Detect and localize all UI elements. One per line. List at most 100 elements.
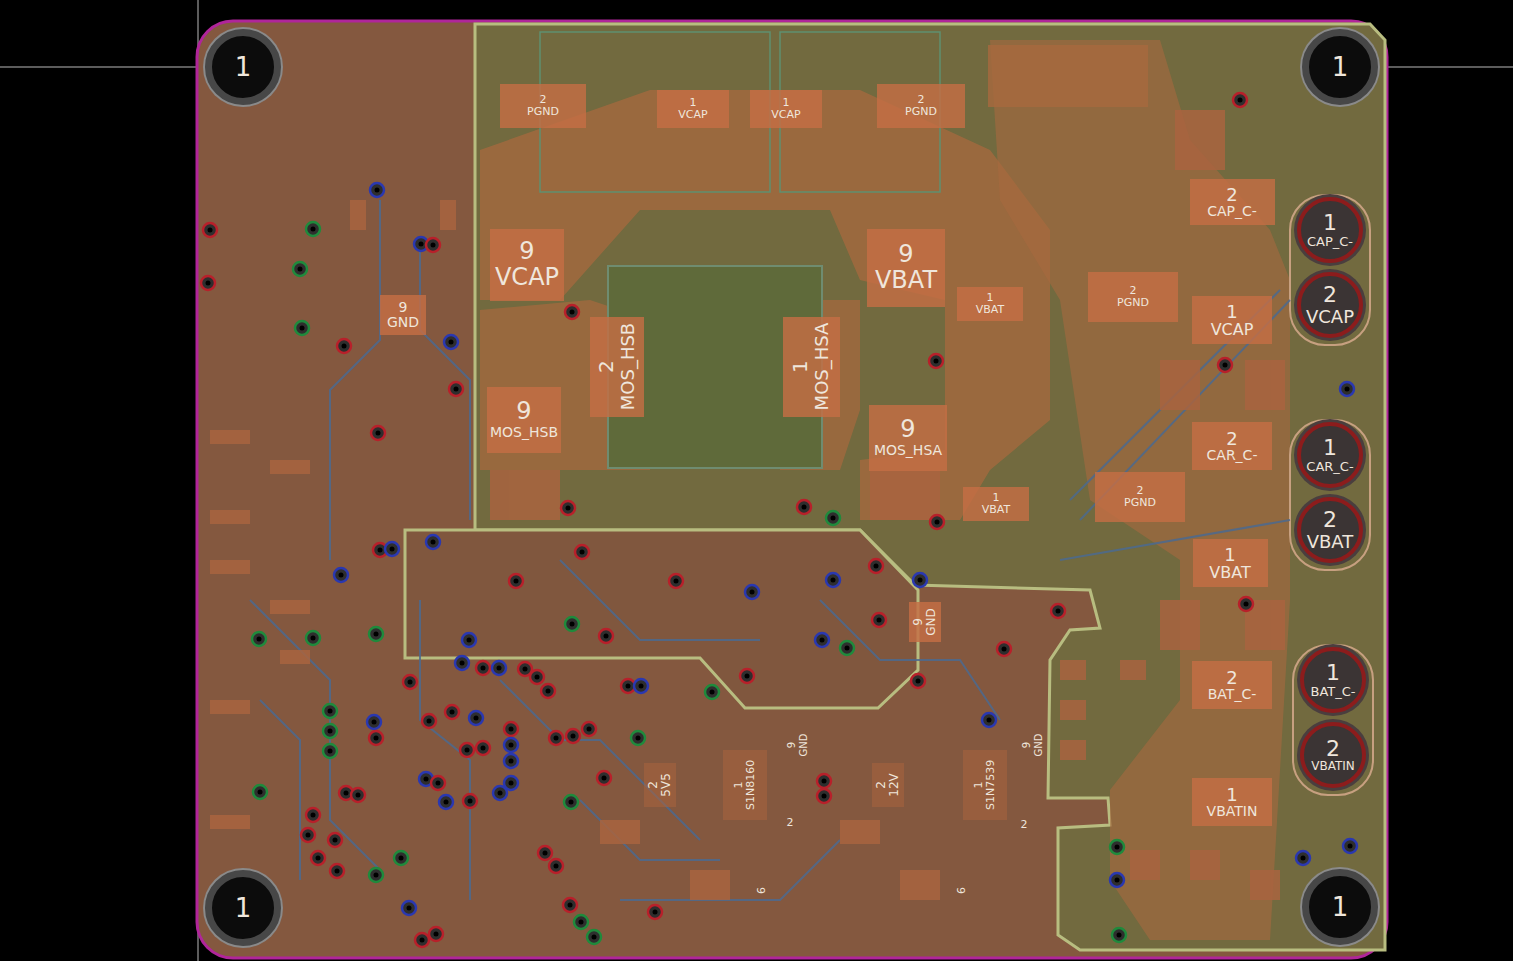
pad-label-group: 1VBAT	[1209, 545, 1250, 582]
via	[403, 675, 417, 689]
pad-label-group: 1VBAT	[982, 492, 1010, 516]
via	[745, 585, 759, 599]
smd-pad: 1S1N7539	[963, 750, 1007, 820]
via	[1239, 597, 1253, 611]
via-drill	[602, 776, 607, 781]
silkscreen-label: 9	[755, 887, 766, 894]
via-drill	[509, 781, 514, 786]
via	[913, 573, 927, 587]
net-name: VBATIN	[1311, 760, 1355, 773]
via	[337, 339, 351, 353]
via-drill	[509, 759, 514, 764]
via-drill	[831, 578, 836, 583]
net-name: PGND	[1117, 297, 1149, 309]
pad-number: 2	[875, 773, 888, 796]
via-drill	[436, 781, 441, 786]
net-name: MOS_HSB	[618, 323, 637, 410]
pad-number: 2	[1124, 485, 1156, 497]
via	[476, 741, 490, 755]
via	[574, 915, 588, 929]
via-drill	[356, 793, 361, 798]
connector-pad: 1CAR_C-	[1297, 422, 1363, 488]
via-drill	[626, 684, 631, 689]
via	[369, 731, 383, 745]
net-name: MOS_HSB	[490, 425, 558, 440]
via	[1296, 851, 1310, 865]
pad-label-group: 1	[235, 894, 252, 922]
via-drill	[427, 719, 432, 724]
via	[426, 238, 440, 252]
smd-pad: 2PGND	[1095, 472, 1185, 522]
via-drill	[420, 938, 425, 943]
via-drill	[335, 869, 340, 874]
via-drill	[570, 310, 575, 315]
net-name: VBAT	[1209, 564, 1250, 581]
smd-pad: 1VCAP	[1192, 296, 1272, 344]
via	[1051, 604, 1065, 618]
via	[929, 354, 943, 368]
via-drill	[1115, 845, 1120, 850]
via-drill	[636, 736, 641, 741]
via-drill	[258, 790, 263, 795]
via	[1112, 928, 1126, 942]
via-drill	[831, 516, 836, 521]
pad-number: 1	[1332, 893, 1349, 921]
via	[445, 705, 459, 719]
net-name: CAR_C-	[1306, 460, 1353, 474]
via-drill	[546, 689, 551, 694]
via	[402, 901, 416, 915]
via-drill	[431, 243, 436, 248]
via	[469, 711, 483, 725]
via	[385, 542, 399, 556]
pad-label-group: 1VBAT	[976, 292, 1004, 316]
via	[369, 868, 383, 882]
via-drill	[311, 813, 316, 818]
via-drill	[674, 579, 679, 584]
via-drill	[604, 634, 609, 639]
via	[476, 661, 490, 675]
pad-number: 1	[973, 760, 985, 810]
via-drill	[1117, 933, 1122, 938]
pad-label-group: 9MOS_HSA	[874, 417, 942, 458]
via	[582, 722, 596, 736]
net-name: BAT_C-	[1310, 685, 1355, 699]
via	[561, 501, 575, 515]
via-drill	[467, 638, 472, 643]
via-drill	[1244, 602, 1249, 607]
via-drill	[344, 791, 349, 796]
pad-label-group: 2CAR_C-	[1207, 429, 1258, 464]
smd-pad: 2MOS_HSB	[590, 317, 644, 417]
via-drill	[298, 267, 303, 272]
via	[455, 656, 469, 670]
via-drill	[333, 838, 338, 843]
net-name: MOS_HSA	[812, 323, 831, 411]
via-drill	[257, 637, 262, 642]
via-drill	[300, 326, 305, 331]
via	[599, 629, 613, 643]
via-drill	[935, 520, 940, 525]
via	[370, 183, 384, 197]
via-drill	[372, 720, 377, 725]
via-drill	[374, 632, 379, 637]
pad-label-group: 2VCAP	[1306, 283, 1354, 326]
via	[1110, 840, 1124, 854]
via-drill	[431, 540, 436, 545]
pad-label-group: 1VCAP	[771, 97, 800, 121]
via	[840, 641, 854, 655]
pad-label-group: 2MOS_HSB	[596, 323, 637, 410]
pad-label-group: 1S1N8160	[733, 760, 757, 810]
net-name: 5V5	[660, 773, 673, 796]
pad-label-group: 1MOS_HSA	[790, 323, 831, 411]
pad-label-group: 1VCAP	[1211, 302, 1254, 339]
pad-number: 2	[1207, 429, 1258, 448]
via	[323, 724, 337, 738]
pad-label-group: 2VBATIN	[1311, 737, 1355, 774]
smd-pad: 212V	[872, 763, 904, 807]
smd-pad: 1VBATIN	[1192, 778, 1272, 826]
via	[872, 613, 886, 627]
via	[492, 661, 506, 675]
via-drill	[580, 550, 585, 555]
via-drill	[342, 344, 347, 349]
via-drill	[444, 800, 449, 805]
pad-label-group: 9GND	[387, 300, 419, 330]
